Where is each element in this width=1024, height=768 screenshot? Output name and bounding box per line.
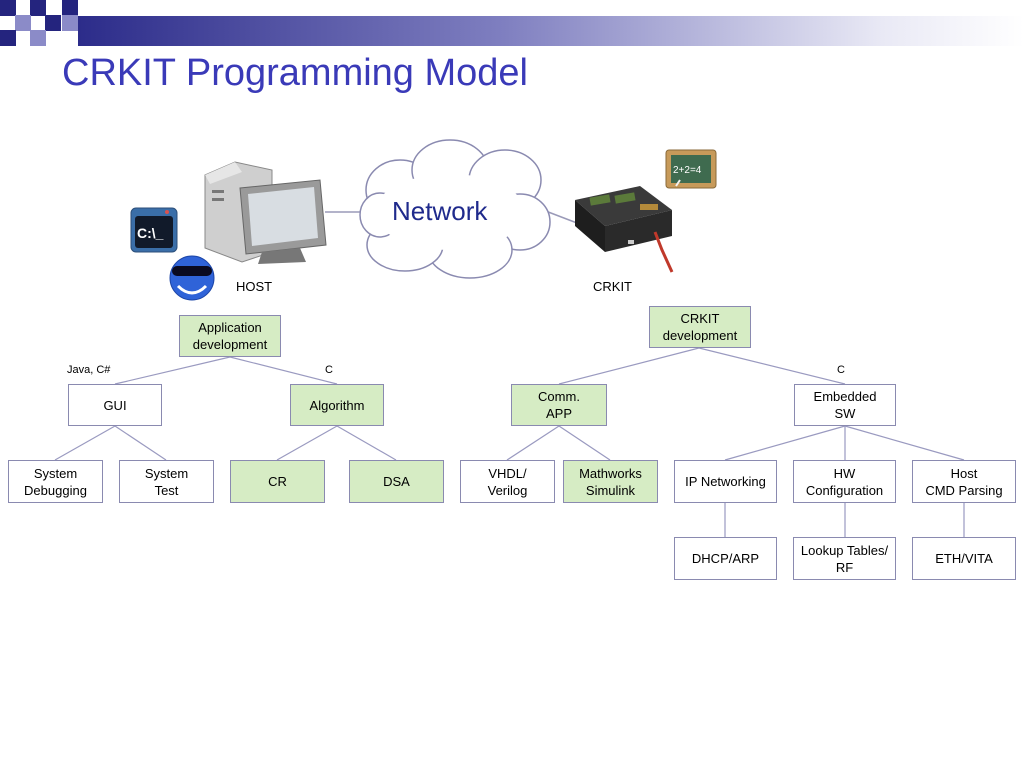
crkit-device-icon	[575, 186, 674, 273]
corner-square	[0, 0, 16, 16]
node-application-development: Application development	[179, 315, 281, 357]
node-system-test: System Test	[119, 460, 214, 503]
corner-square	[62, 0, 78, 16]
node-host-cmd-parsing: Host CMD Parsing	[912, 460, 1016, 503]
node-ip-networking: IP Networking	[674, 460, 777, 503]
node-system-debugging: System Debugging	[8, 460, 103, 503]
corner-square	[62, 15, 78, 31]
right-tree-connectors	[506, 347, 965, 537]
node-embedded-sw: Embedded SW	[794, 384, 896, 426]
node-dhcp-arp: DHCP/ARP	[674, 537, 777, 580]
host-computer-icon	[204, 161, 327, 264]
slide-title: CRKIT Programming Model	[62, 52, 529, 94]
svg-text:C:\_: C:\_	[137, 225, 164, 241]
corner-square	[15, 15, 31, 31]
crkit-label: CRKIT	[593, 279, 632, 294]
node-crkit-development: CRKIT development	[649, 306, 751, 348]
network-label: Network	[392, 196, 488, 226]
edge-label-java-csharp: Java, C#	[67, 364, 111, 376]
node-vhdl-verilog: VHDL/ Verilog	[460, 460, 555, 503]
edge-label-c: C	[837, 364, 845, 376]
header-banner	[78, 16, 1024, 46]
node-hw-configuration: HW Configuration	[793, 460, 896, 503]
left-tree-connectors	[54, 356, 397, 461]
smiley-icon	[169, 255, 215, 301]
edge-label-c: C	[325, 364, 333, 376]
svg-text:2+2=4: 2+2=4	[673, 165, 702, 176]
node-algorithm: Algorithm	[290, 384, 384, 426]
node-comm-app: Comm. APP	[511, 384, 607, 426]
node-cr: CR	[230, 460, 325, 503]
terminal-icon: C:\_	[130, 207, 178, 253]
corner-square	[30, 30, 46, 46]
host-label: HOST	[236, 279, 273, 294]
node-mathworks-simulink: Mathworks Simulink	[563, 460, 658, 503]
corner-square	[30, 0, 46, 16]
node-lookup-tables-rf: Lookup Tables/ RF	[793, 537, 896, 580]
node-dsa: DSA	[349, 460, 444, 503]
node-gui: GUI	[68, 384, 162, 426]
corner-square	[0, 30, 16, 46]
node-eth-vita: ETH/VITA	[912, 537, 1016, 580]
chalkboard-icon: 2+2=4	[665, 149, 717, 189]
corner-square	[45, 15, 61, 31]
